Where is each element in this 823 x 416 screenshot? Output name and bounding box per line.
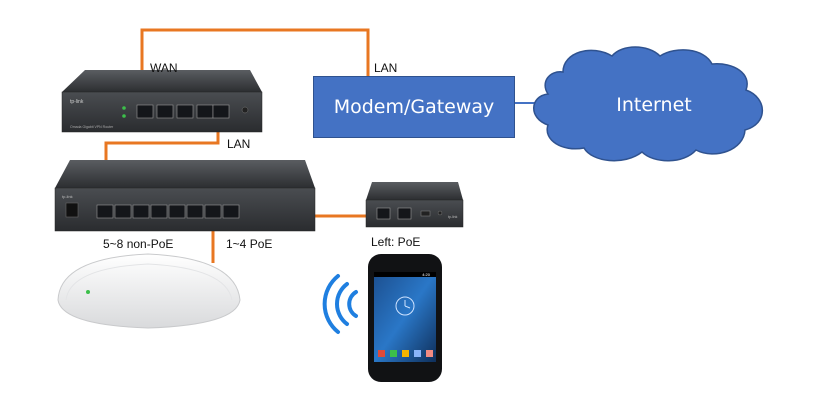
switch [54,160,316,232]
access-point [57,253,241,329]
wifi-signal-icon [322,274,358,334]
non-poe-label: 5~8 non-PoE [103,237,174,251]
switch-brand: tp-link [62,194,73,199]
controller-poe-label: Left: PoE [371,235,421,249]
modem-lan-label: LAN [374,61,398,75]
cloud-label: Internet [616,94,691,116]
router [61,70,263,133]
router-lan-label: LAN [227,137,251,151]
controller [365,182,464,228]
modem-label: Modem/Gateway [333,96,495,118]
router-ports [136,104,230,119]
phone-time: 4:20 [422,272,431,277]
internet-cloud [533,46,763,162]
smartphone [368,254,442,382]
poe-label: 1~4 PoE [226,237,273,251]
modem-gateway-box: Modem/Gateway [313,76,515,138]
controller-brand: tp-link [448,215,458,219]
router-model: Omada Gigabit VPN Router [70,125,114,129]
switch-ports [96,204,240,219]
router-brand: tp-link [70,99,84,105]
wan-label: WAN [150,61,178,75]
